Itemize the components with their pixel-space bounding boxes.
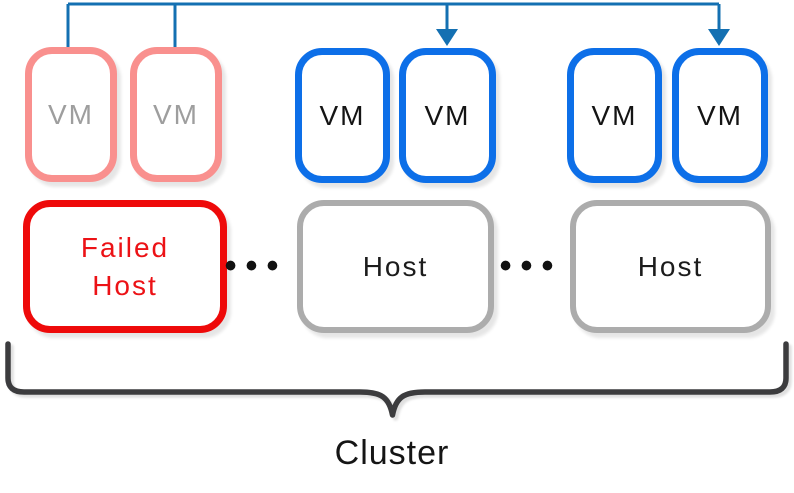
ellipsis-dots-2: ••• (499, 247, 563, 285)
vm-label: VM (319, 99, 366, 131)
host-label: Host (637, 250, 704, 282)
cluster-brace-path (5, 341, 789, 418)
failover-arrowhead-2-icon (708, 29, 730, 46)
vm-box-failed-1: VM (25, 47, 117, 182)
host-box-3: Host (570, 200, 771, 333)
cluster-label: Cluster (334, 434, 450, 472)
failed-host-line2: Host (92, 269, 158, 301)
vm-label: VM (48, 98, 94, 130)
vm-label: VM (697, 99, 743, 131)
failed-host-line1: Failed (80, 231, 170, 263)
vm-label: VM (591, 99, 638, 131)
failed-host-box: Failed Host (23, 200, 227, 333)
host-box-2: Host (297, 200, 494, 333)
host-label: Host (362, 250, 429, 282)
vm-box-failed-2: VM (130, 47, 222, 182)
vm-label: VM (153, 98, 199, 130)
vm-box-6: VM (672, 48, 768, 183)
failover-arrowhead-1-icon (436, 29, 458, 46)
failed-host-label: Failed Host (81, 229, 169, 305)
vm-box-3: VM (295, 48, 390, 183)
failover-lines (66, 2, 721, 48)
ellipsis-dots-1: ••• (224, 247, 288, 285)
vm-box-5: VM (567, 48, 662, 183)
vm-label: VM (424, 99, 471, 131)
vm-box-4: VM (399, 48, 496, 183)
